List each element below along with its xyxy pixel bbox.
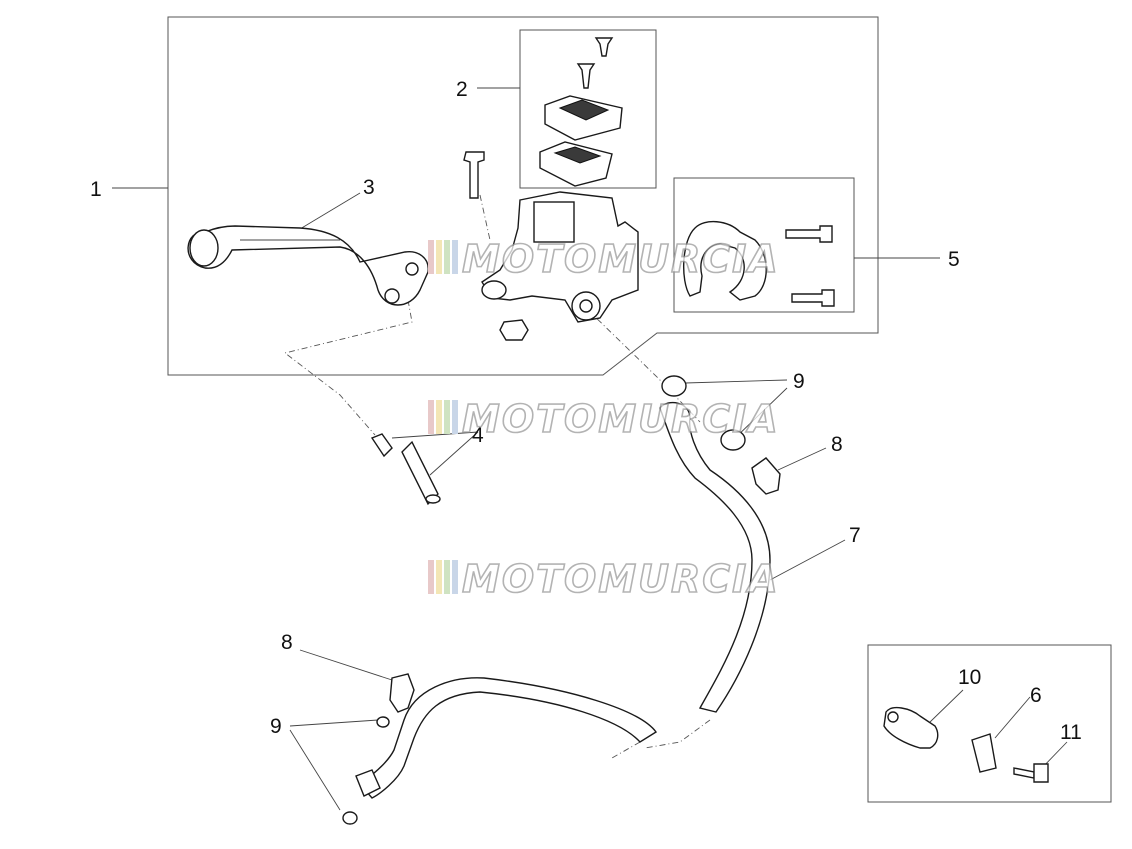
callout-6: 6 <box>1030 684 1042 707</box>
callout-8-top: 8 <box>831 433 843 456</box>
watermark-text: MOTOMURCIA <box>462 397 780 441</box>
reservoir-cap-box-2 <box>519 29 657 189</box>
small-parts <box>883 706 1049 783</box>
assembly-box-1 <box>167 16 879 376</box>
watermark-stripe <box>436 240 442 274</box>
watermark-stripe <box>428 560 434 594</box>
watermark-text: MOTOMURCIA <box>462 237 780 281</box>
watermark-stripe <box>444 560 450 594</box>
callout-8-bottom: 8 <box>281 631 293 654</box>
pin-and-bushing <box>370 433 441 506</box>
callout-7: 7 <box>849 524 861 547</box>
watermark-stripe <box>444 240 450 274</box>
brake-lever <box>187 225 429 306</box>
watermark-middle: MOTOMURCIA <box>428 396 780 442</box>
callout-1: 1 <box>90 178 102 201</box>
callout-11: 11 <box>1060 721 1082 744</box>
watermark-stripe <box>428 400 434 434</box>
callout-10: 10 <box>958 666 981 689</box>
assembly-axis-lines <box>283 194 711 759</box>
callout-2: 2 <box>456 78 468 101</box>
reservoir-cap-parts <box>539 37 623 187</box>
watermark-stripe <box>452 400 458 434</box>
watermark-stripe <box>428 240 434 274</box>
watermark-text: MOTOMURCIA <box>462 557 780 601</box>
banjo-bolts-and-washers <box>342 375 781 825</box>
watermark-stripe <box>452 560 458 594</box>
small-parts-box <box>867 644 1112 803</box>
watermark-top: MOTOMURCIA <box>428 236 780 282</box>
callout-9-bottom: 9 <box>270 715 282 738</box>
callout-9-top: 9 <box>793 370 805 393</box>
clutch-hose <box>355 401 771 799</box>
master-cylinder-body <box>463 151 639 341</box>
watermark-stripe <box>452 240 458 274</box>
callout-3: 3 <box>363 176 375 199</box>
handlebar-clamp <box>682 221 835 307</box>
callout-5: 5 <box>948 248 960 271</box>
watermark-stripe <box>444 400 450 434</box>
callout-4: 4 <box>472 424 484 447</box>
leader-lines <box>112 87 1068 811</box>
watermark-stripe <box>436 400 442 434</box>
watermark-bottom: MOTOMURCIA <box>428 556 780 602</box>
clamp-box-5 <box>673 177 855 313</box>
watermark-stripe <box>436 560 442 594</box>
